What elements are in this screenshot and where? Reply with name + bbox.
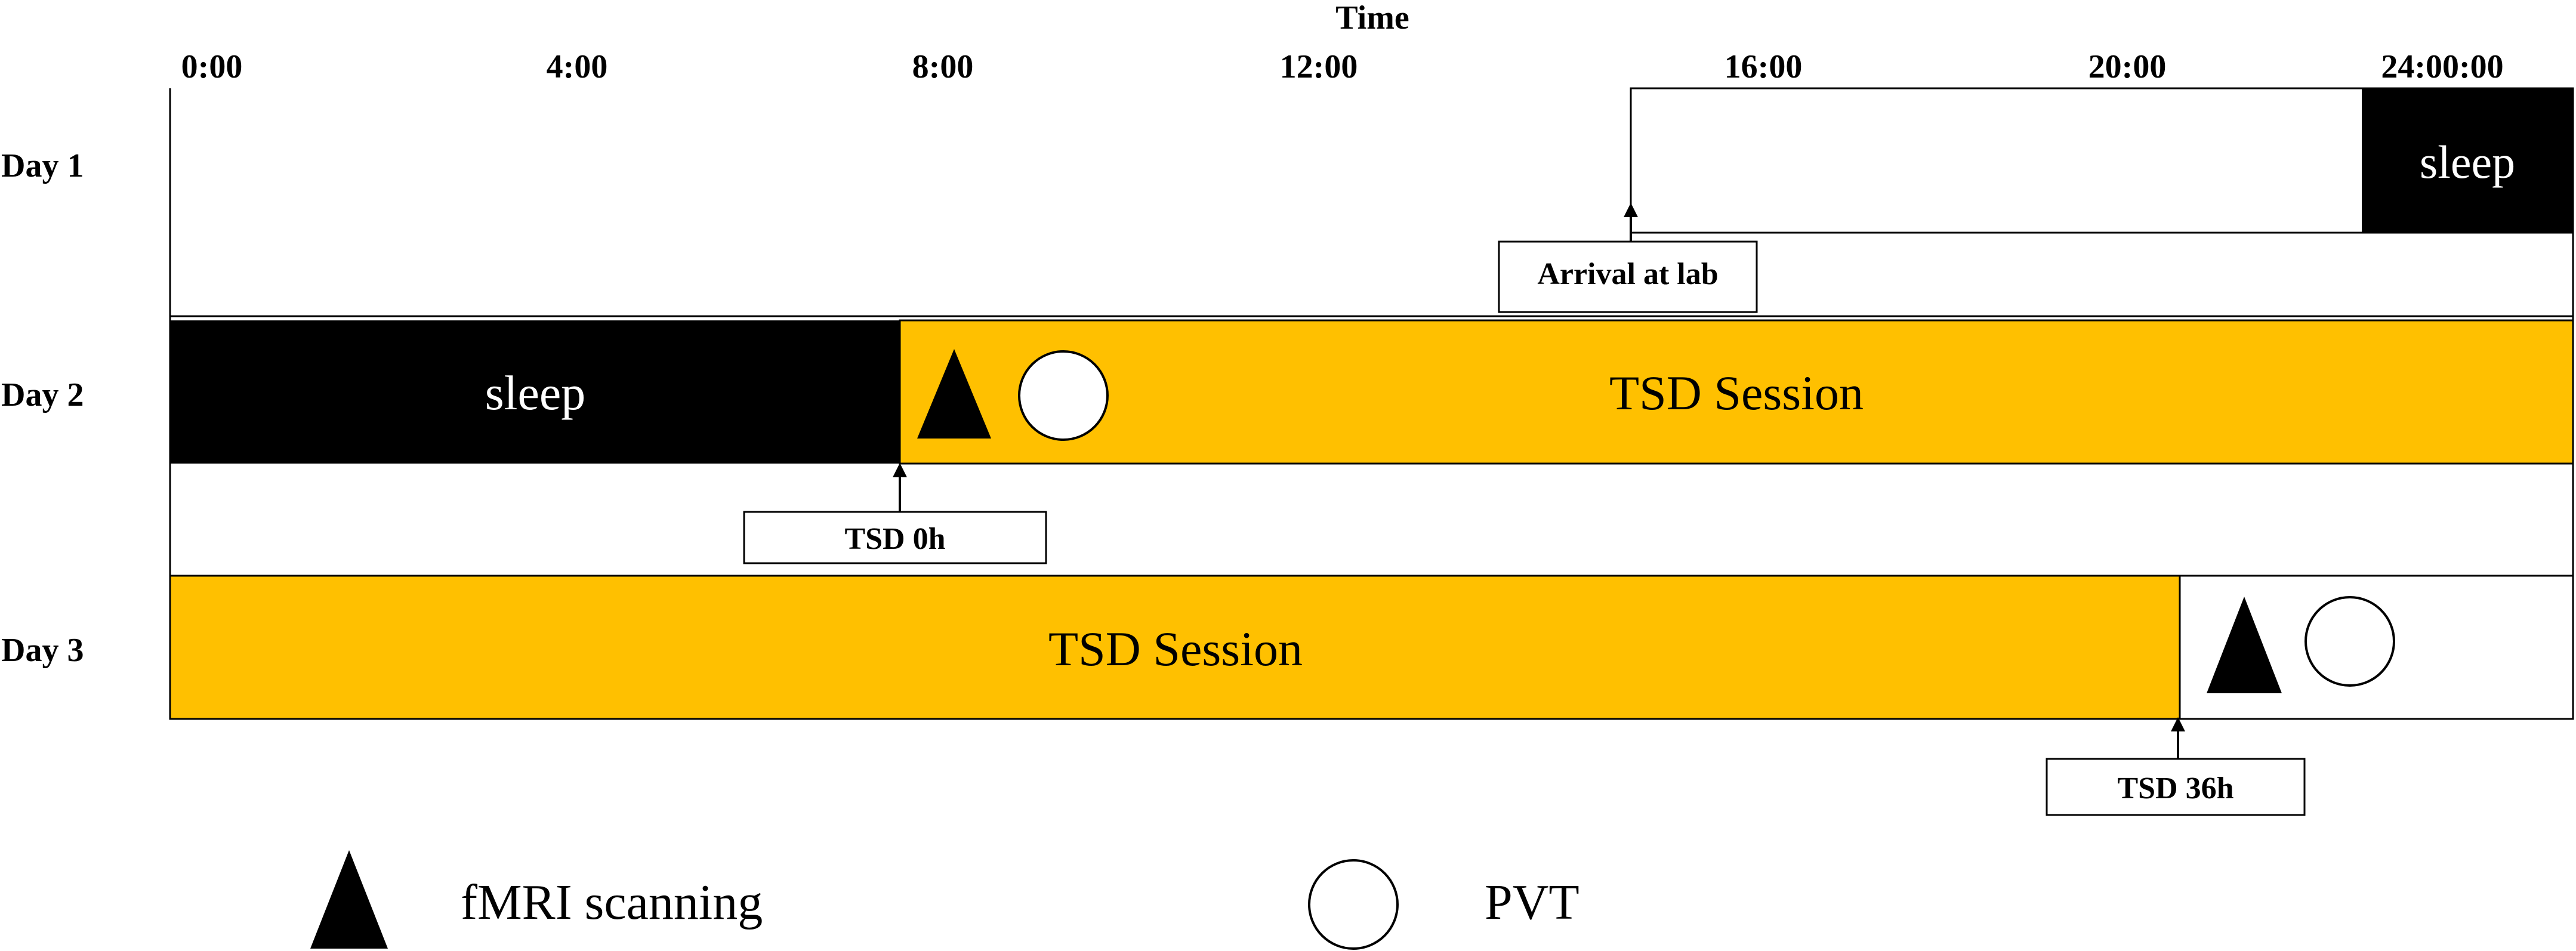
day2-tsd-block — [899, 319, 2574, 465]
day3-tsd-label: TSD Session — [1048, 622, 1303, 676]
day3-fmri-triangle-icon — [2207, 597, 2282, 693]
tsd0-callout-label: TSD 0h — [844, 522, 945, 556]
tick-label-12: 12:00 — [1280, 48, 1358, 85]
legend-pvt-label: PVT — [1485, 875, 1579, 930]
tsd0-arrow-head — [893, 463, 907, 477]
day2-sleep-label: sleep — [485, 366, 585, 420]
day3-tsd-block — [169, 575, 2181, 720]
day2-sleep-block — [170, 320, 900, 464]
day2-tsd-label: TSD Session — [1609, 366, 1864, 420]
day2-pvt-circle-icon — [1018, 350, 1109, 441]
arrival-callout-label: Arrival at lab — [1537, 257, 1718, 291]
tick-label-16: 16:00 — [1724, 48, 1803, 85]
tsd0-callout-box — [743, 511, 1047, 564]
legend-fmri-label: fMRI scanning — [461, 875, 763, 930]
tick-label-4: 4:00 — [547, 48, 608, 85]
tsd36-callout-label: TSD 36h — [2117, 771, 2233, 805]
tsd36-callout-box — [2046, 758, 2306, 816]
time-axis-title: Time — [1335, 0, 1409, 36]
arrival-callout-box — [1498, 240, 1758, 313]
legend-pvt-circle-icon — [1308, 859, 1399, 950]
tick-label-0: 0:00 — [181, 48, 243, 85]
day-label-1: Day 1 — [1, 147, 84, 184]
legend-fmri-triangle-icon — [310, 850, 388, 949]
arrival-arrow-head — [1624, 203, 1638, 217]
day1-sleep-block — [2362, 88, 2573, 233]
day-label-2: Day 2 — [1, 376, 84, 413]
tick-label-24: 24:00:00 — [2381, 48, 2503, 85]
day3-pvt-circle-icon — [2304, 596, 2395, 687]
day2-fmri-triangle-icon — [917, 349, 991, 439]
tick-label-8: 8:00 — [912, 48, 974, 85]
tick-label-20: 20:00 — [2088, 48, 2167, 85]
day1-sleep-label: sleep — [2420, 136, 2515, 188]
tsd36-arrow-head — [2171, 717, 2185, 731]
day-label-3: Day 3 — [1, 632, 84, 669]
